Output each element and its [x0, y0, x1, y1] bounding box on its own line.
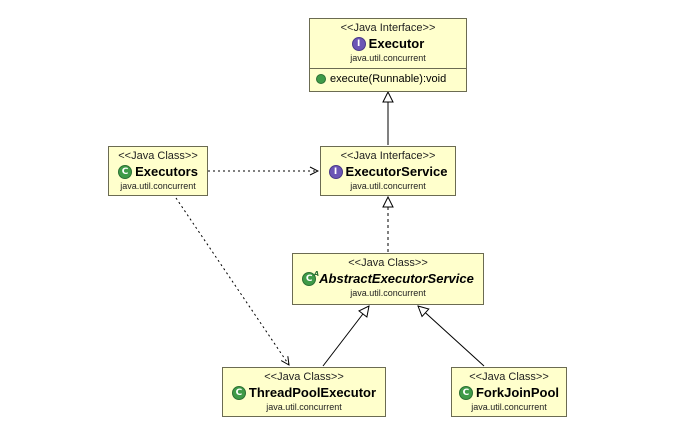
- class-name: ThreadPoolExecutor: [248, 385, 377, 400]
- class-name: Executor: [368, 36, 425, 51]
- stereotype-label: <<Java Class>>: [469, 371, 549, 383]
- stereotype-label: <<Java Class>>: [348, 257, 428, 269]
- class-name: Executors: [135, 164, 198, 179]
- compartment-divider: [310, 68, 466, 69]
- package-label: java.util.concurrent: [350, 53, 426, 63]
- abstractexecutorservice-class-box[interactable]: <<Java Class>> C AbstractExecutorService…: [292, 253, 484, 305]
- interface-icon: I: [328, 164, 343, 179]
- edge-forkjoinpool-extends-abstractexecutorservice: [418, 306, 485, 367]
- stereotype-label: <<Java Class>>: [264, 371, 344, 383]
- edge-executors-depends-threadpoolexecutor: [175, 197, 289, 365]
- package-label: java.util.concurrent: [350, 181, 426, 191]
- edge-threadpoolexecutor-extends-abstractexecutorservice: [322, 306, 369, 367]
- class-icon: C: [118, 164, 133, 179]
- operation-signature: execute(Runnable):void: [330, 73, 447, 85]
- forkjoinpool-class-box[interactable]: <<Java Class>> C ForkJoinPool java.util.…: [451, 367, 567, 417]
- package-label: java.util.concurrent: [350, 288, 426, 298]
- stereotype-label: <<Java Class>>: [118, 150, 198, 162]
- class-icon: C: [231, 385, 246, 400]
- package-label: java.util.concurrent: [120, 181, 196, 191]
- package-label: java.util.concurrent: [471, 402, 547, 412]
- abstract-class-icon: C: [302, 268, 319, 286]
- operation-row[interactable]: execute(Runnable):void: [310, 69, 466, 85]
- interface-icon: I: [351, 36, 366, 51]
- executors-class-box[interactable]: <<Java Class>> C Executors java.util.con…: [108, 146, 208, 196]
- class-name: AbstractExecutorService: [319, 271, 474, 286]
- package-label: java.util.concurrent: [266, 402, 342, 412]
- executor-interface-box[interactable]: <<Java Interface>> I Executor java.util.…: [309, 18, 467, 92]
- executorservice-interface-box[interactable]: <<Java Interface>> I ExecutorService jav…: [320, 146, 456, 196]
- stereotype-label: <<Java Interface>>: [340, 150, 436, 162]
- stereotype-label: <<Java Interface>>: [340, 22, 436, 34]
- class-name: ExecutorService: [345, 164, 448, 179]
- class-icon: C: [458, 385, 473, 400]
- threadpoolexecutor-class-box[interactable]: <<Java Class>> C ThreadPoolExecutor java…: [222, 367, 386, 417]
- public-method-icon: [316, 74, 326, 84]
- class-name: ForkJoinPool: [475, 385, 560, 400]
